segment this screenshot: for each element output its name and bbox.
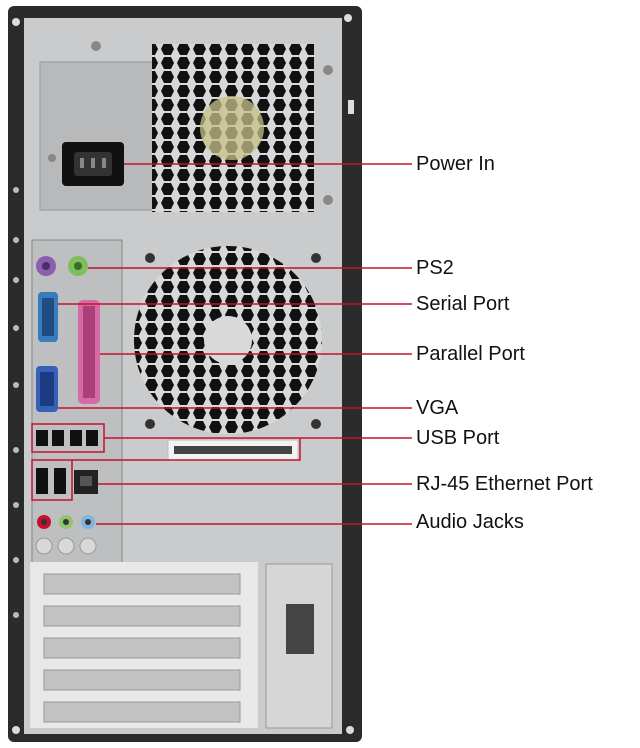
screw-icon [311,419,321,429]
label-usb-port: USB Port [416,427,500,449]
usb-port-5 [36,468,48,494]
screw-icon [145,419,155,429]
case-fan-hub [204,316,252,364]
usb-port-2 [52,430,64,446]
usb-group-outline-lower [31,459,73,501]
latch [348,100,354,114]
label-rj45-ethernet-port: RJ-45 Ethernet Port [416,473,593,495]
screw-icon [13,612,19,618]
screw-icon [13,237,19,243]
leader-line-usb-port [72,437,301,461]
screw-icon [13,325,19,331]
usb-port-6 [54,468,66,494]
label-parallel-port: Parallel Port [416,343,525,365]
screw-icon [311,253,321,263]
label-audio-jacks: Audio Jacks [416,511,524,533]
usb-port-4 [86,430,98,446]
label-power-in: Power In [416,153,495,175]
expansion-slot-cover [43,605,241,627]
screw-icon [13,557,19,563]
screw-icon [48,154,56,162]
screw-icon [344,14,352,22]
label-serial-port: Serial Port [416,293,510,315]
usb-port-3 [70,430,82,446]
expansion-slot-cover [43,701,241,723]
screw-icon [12,18,20,26]
label-vga: VGA [416,397,459,419]
screw-icon [91,41,101,51]
expansion-slot-cover [43,573,241,595]
screw-icon [13,502,19,508]
screw-icon [145,253,155,263]
expansion-slot-cover [43,637,241,659]
psu-fan-hub [200,96,264,160]
usb-port-1 [36,430,48,446]
screw-icon [323,65,333,75]
screw-icon [12,726,20,734]
screw-icon [13,447,19,453]
screw-icon [323,195,333,205]
label-ps2: PS2 [416,257,454,279]
screw-icon [346,726,354,734]
leader-lines [58,163,412,525]
expansion-slot-cover [43,669,241,691]
screw-icon [13,187,19,193]
screw-icon [13,382,19,388]
screw-icon [13,277,19,283]
